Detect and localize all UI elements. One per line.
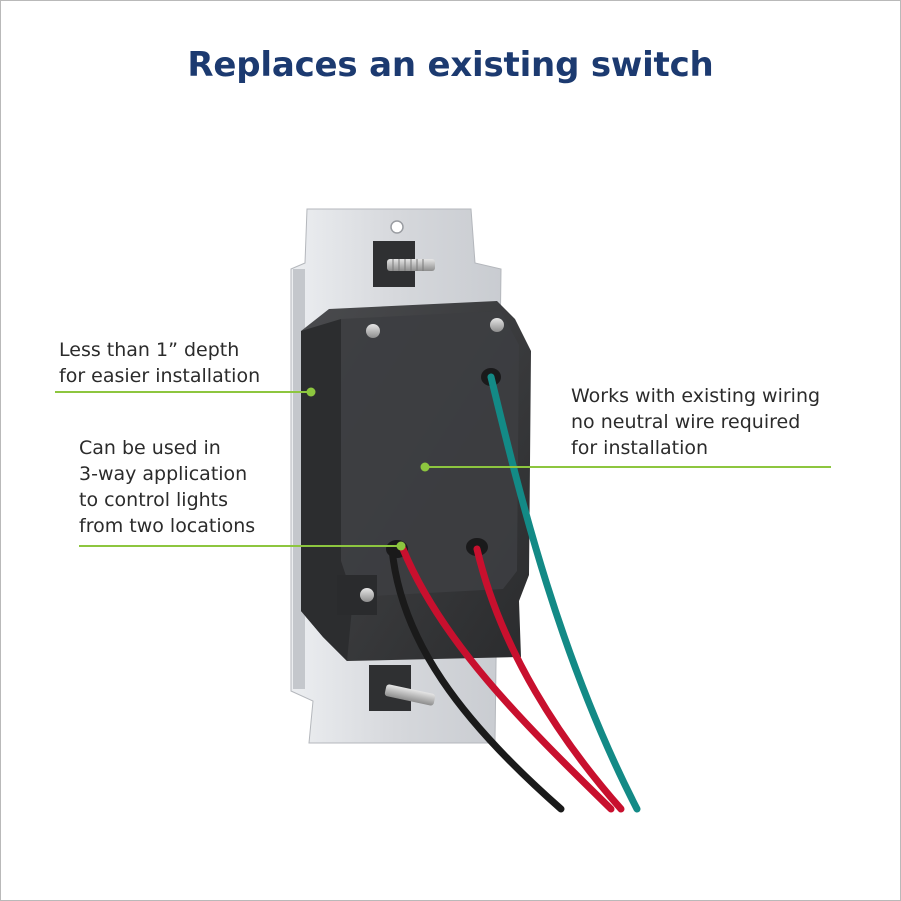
red-wire — [399, 545, 615, 813]
callout-line: Can be used in — [79, 437, 221, 459]
callout-leader-wiring — [420, 462, 831, 472]
black-wire — [388, 545, 565, 813]
bottom-mounting-screw-icon — [369, 665, 436, 711]
teal-wire — [487, 373, 641, 813]
callout-line: no neutral wire required — [571, 411, 801, 433]
callout-line: for easier installation — [59, 365, 261, 387]
callout-depth: Less than 1” depth for easier installati… — [59, 337, 260, 389]
callout-wiring: Works with existing wiring no neutral wi… — [571, 383, 820, 461]
body-screw-icon — [366, 324, 380, 338]
callout-line: from two locations — [79, 515, 256, 537]
callout-leader-three-way — [79, 541, 406, 551]
body-screw-icon — [490, 318, 504, 332]
callout-three-way: Can be used in 3-way application to cont… — [79, 435, 255, 539]
red-wire — [473, 545, 625, 813]
callout-line: for installation — [571, 437, 709, 459]
callout-line: 3-way application — [79, 463, 248, 485]
callout-line: to control lights — [79, 489, 229, 511]
top-mounting-screw-icon — [373, 241, 435, 287]
callout-line: Works with existing wiring — [571, 385, 821, 407]
callout-line: Less than 1” depth — [59, 339, 240, 361]
callout-leader-depth — [55, 387, 316, 397]
switch-body — [301, 301, 531, 661]
page-title: Replaces an existing switch — [187, 45, 714, 85]
body-screw-icon — [360, 588, 374, 602]
mounting-hole-icon — [390, 220, 404, 234]
